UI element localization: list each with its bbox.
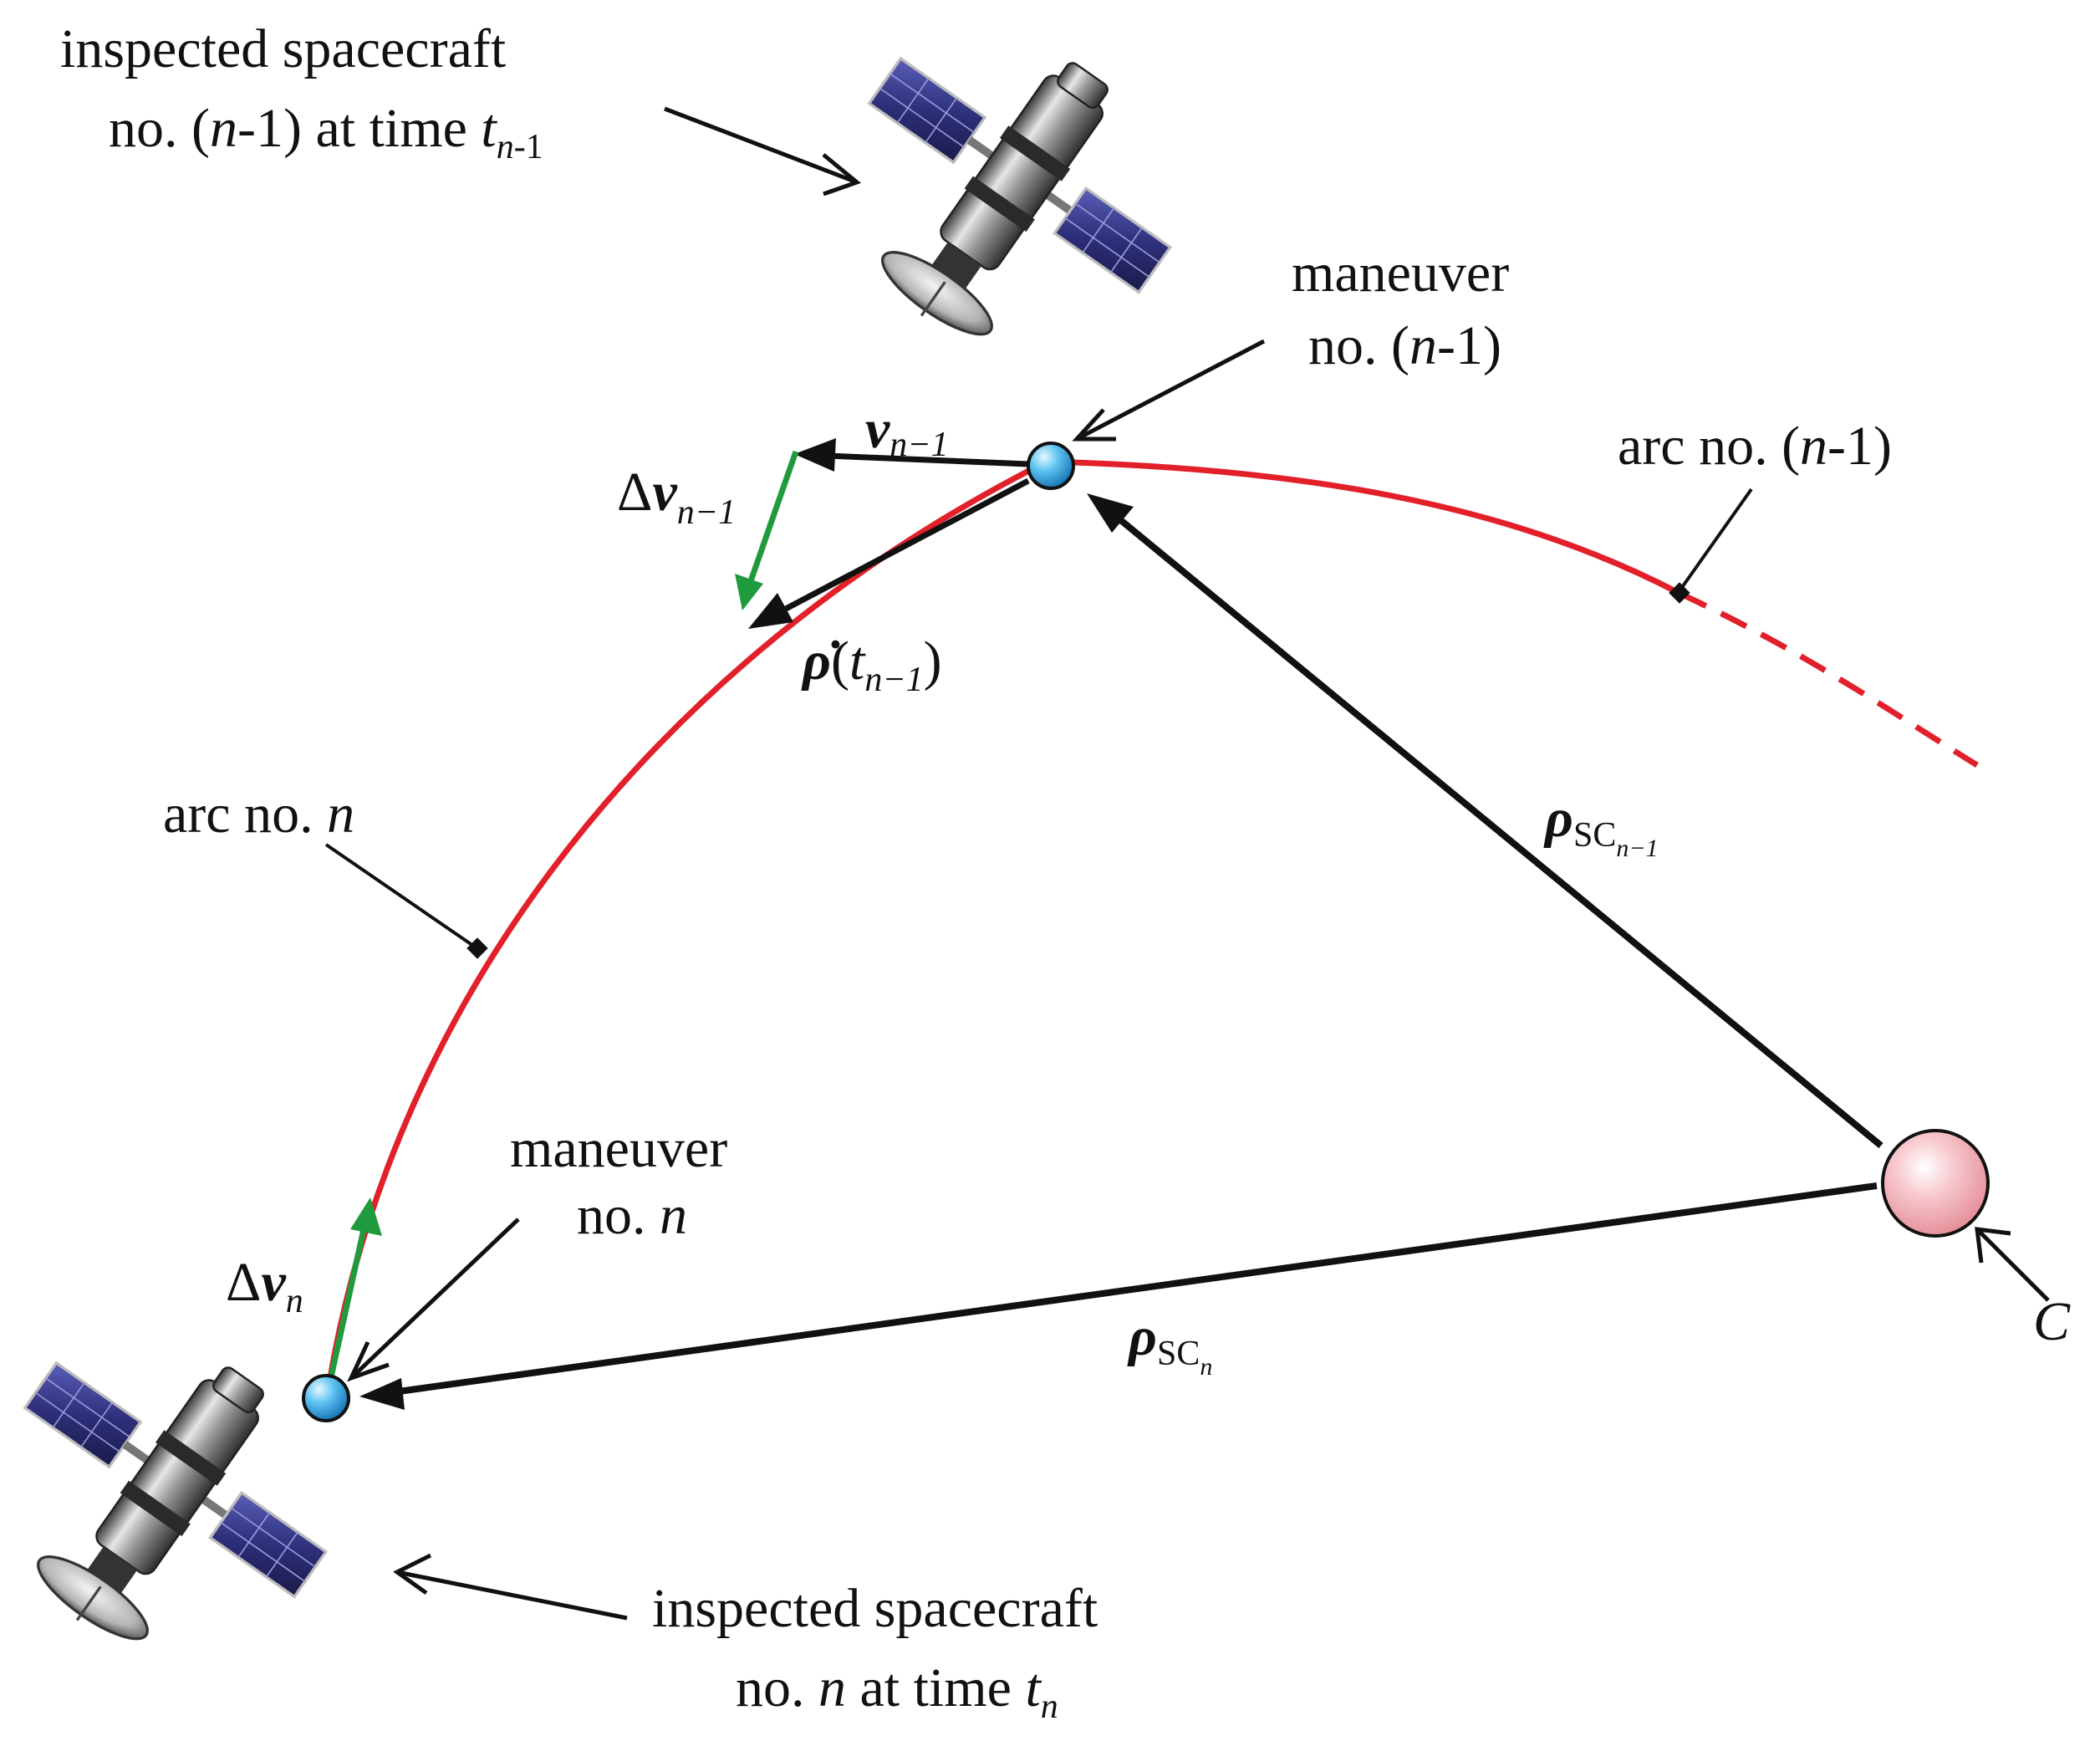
sat-bottom-label-line1: inspected spacecraft xyxy=(652,1578,1098,1639)
maneuver-n-label-line1: maneuver xyxy=(510,1118,727,1179)
v-n-minus-1-label: vn−1 xyxy=(865,399,949,464)
rho-sc-n-minus-1-arrowhead xyxy=(1087,493,1134,533)
delta-v-n-label: Δvn xyxy=(226,1252,303,1320)
sat-top-pointer-arrow xyxy=(664,106,862,197)
v-n-minus-1-vector xyxy=(827,452,1029,467)
rho-dot-label: ρ̇(tn−1) xyxy=(801,631,942,699)
rho-dot-arrowhead xyxy=(748,593,793,629)
maneuver-top-label-line1: maneuver xyxy=(1292,243,1509,304)
spacecraft-bottom-icon xyxy=(0,1283,383,1717)
rho-sc-n-arrowhead xyxy=(359,1378,405,1410)
arc-n-leader-line xyxy=(324,843,480,951)
rho-sc-n-minus-1-label: ρSCn−1 xyxy=(1543,788,1659,862)
delta-v-n-minus-1-label: Δvn−1 xyxy=(617,462,736,532)
center-body-c xyxy=(1881,1129,1990,1238)
v-n-minus-1-arrowhead xyxy=(794,438,836,472)
center-pointer-arrow xyxy=(1975,1227,2050,1302)
delta-v-n-vector xyxy=(324,1228,367,1393)
rho-sc-n-minus-1-vector xyxy=(1111,511,1883,1149)
maneuver-n-node xyxy=(302,1374,350,1422)
rho-dot-vector xyxy=(784,477,1030,612)
maneuver-top-label-line2: no. (n-1) xyxy=(1308,315,1501,376)
delta-v-n-minus-1-arrowhead xyxy=(735,574,763,610)
arc-n-minus-1-path xyxy=(1046,458,1682,597)
maneuver-n-minus-1-node xyxy=(1027,442,1075,490)
sat-top-label-line2: no. (n-1) at time tn-1 xyxy=(109,98,543,166)
delta-v-n-arrowhead xyxy=(350,1197,382,1236)
spacecraft-top-icon xyxy=(785,0,1227,412)
sat-top-label-line1: inspected spacecraft xyxy=(60,18,506,79)
arc-top-leader-line xyxy=(1677,488,1753,594)
maneuver-top-pointer-arrow xyxy=(1072,339,1266,442)
rho-sc-n-label: ρSCn xyxy=(1127,1306,1212,1381)
arc-n-path xyxy=(324,458,1048,1393)
arc-top-label: arc no. (n-1) xyxy=(1618,416,1892,477)
maneuver-n-label-line2: no. n xyxy=(577,1185,687,1246)
center-c-label: C xyxy=(2033,1291,2071,1352)
sat-bottom-label-line2: no. n at time tn xyxy=(736,1657,1058,1726)
arc-n-marker xyxy=(466,937,488,959)
sat-bottom-pointer-arrow xyxy=(393,1553,628,1621)
arc-top-marker xyxy=(1669,582,1690,604)
maneuver-n-pointer-arrow xyxy=(347,1218,520,1382)
delta-v-n-minus-1-vector xyxy=(747,450,799,583)
rho-sc-n-vector xyxy=(392,1182,1878,1396)
arc-n-minus-1-dashed-path xyxy=(1679,590,1979,768)
arc-n-label: arc no. n xyxy=(163,784,354,845)
